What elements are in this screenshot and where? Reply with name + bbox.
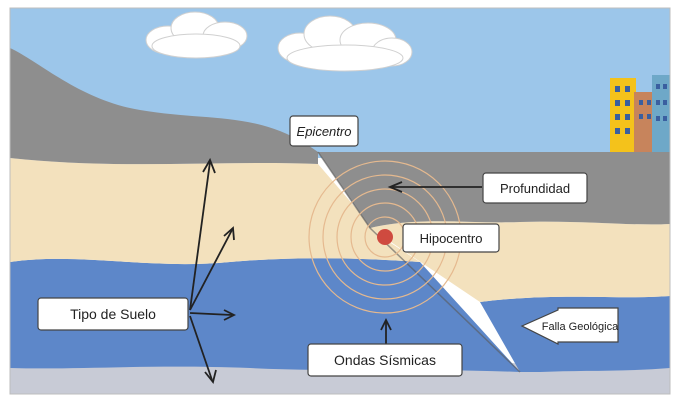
label-ondas: Ondas Sísmicas — [308, 344, 462, 376]
label-epicentro: Epicentro — [290, 116, 358, 146]
label-profundidad: Profundidad — [483, 173, 587, 203]
label-hipocentro: Hipocentro — [403, 224, 499, 252]
building-teal — [652, 75, 670, 154]
label-epicentro-text: Epicentro — [297, 124, 352, 139]
label-ondas-text: Ondas Sísmicas — [334, 352, 436, 368]
label-hipocentro-text: Hipocentro — [420, 231, 483, 246]
label-tipo-suelo: Tipo de Suelo — [38, 298, 188, 330]
label-falla-text: Falla Geológica — [542, 321, 619, 333]
label-profundidad-text: Profundidad — [500, 181, 570, 196]
label-tipo-suelo-text: Tipo de Suelo — [70, 306, 156, 322]
building-yellow — [610, 78, 636, 154]
hypocenter-dot — [377, 229, 393, 245]
